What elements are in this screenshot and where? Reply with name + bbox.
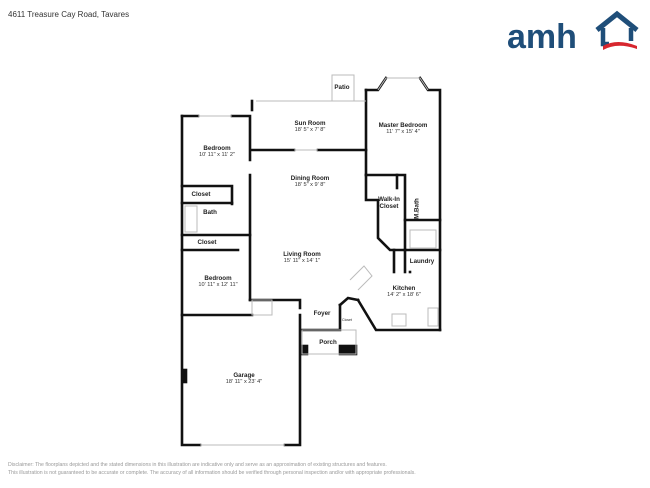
room-master-bath: M.Bath: [414, 198, 421, 219]
room-name: Closet: [342, 318, 352, 322]
room-dimensions: 18' 11" x 23' 4": [225, 379, 263, 385]
room-name: Sun Room: [294, 120, 326, 127]
house-icon: [595, 10, 639, 50]
room-name: Walk-In Closet: [378, 196, 400, 210]
room-name: Living Room: [283, 251, 321, 258]
room-name: Garage: [233, 372, 255, 379]
room-dining-room: Dining Room 18' 5" x 9' 8": [291, 175, 330, 189]
room-bedroom-2: Bedroom 10' 11" x 12' 11": [198, 275, 237, 289]
room-master-bedroom: Master Bedroom 11' 7" x 15' 4": [379, 122, 428, 136]
logo-text: amh: [507, 18, 577, 54]
room-dimensions: 14' 2" x 18' 6": [387, 292, 421, 298]
room-dimensions: 18' 5" x 7' 8": [294, 127, 326, 133]
room-name: Foyer: [313, 310, 331, 317]
room-foyer: Foyer: [314, 310, 331, 317]
room-dimensions: 10' 11" x 12' 11": [198, 282, 238, 288]
room-name: Patio: [334, 84, 350, 91]
room-walk-in-closet: Walk-In Closet: [374, 196, 404, 210]
room-patio: Patio: [334, 84, 349, 91]
property-address: 4611 Treasure Cay Road, Tavares: [8, 10, 130, 19]
disclaimer-line-2: This illustration is not guaranteed to b…: [8, 470, 416, 476]
room-dimensions: 18' 5" x 9' 8": [294, 182, 326, 188]
room-name: Bath: [203, 209, 217, 216]
room-dimensions: 11' 7" x 15' 4": [386, 129, 420, 135]
room-kitchen: Kitchen 14' 2" x 18' 6": [387, 285, 421, 299]
room-bath: Bath: [203, 209, 217, 216]
room-name: Kitchen: [392, 285, 416, 292]
room-porch: Porch: [319, 339, 337, 346]
room-closet-1: Closet: [192, 191, 211, 198]
room-dimensions: 10' 11" x 11' 2": [198, 152, 236, 158]
room-name: Bedroom: [203, 145, 231, 152]
room-name: Laundry: [409, 258, 435, 265]
room-name: Closet: [191, 191, 211, 198]
room-name: Dining Room: [290, 175, 330, 182]
room-closet-2: Closet: [198, 239, 217, 246]
room-dimensions: 15' 11" x 14' 1": [283, 258, 321, 264]
room-name: M.Bath: [413, 198, 421, 219]
room-laundry: Laundry: [410, 258, 434, 265]
amh-logo: amh: [507, 10, 639, 54]
room-sun-room: Sun Room 18' 5" x 7' 8": [295, 120, 326, 134]
room-name: Porch: [319, 339, 337, 346]
disclaimer-line-1: Disclaimer: The floorplans depicted and …: [8, 462, 387, 468]
room-garage: Garage 18' 11" x 23' 4": [226, 372, 262, 386]
room-bedroom-1: Bedroom 10' 11" x 11' 2": [199, 145, 235, 159]
room-name: Closet: [197, 239, 217, 246]
room-name: Bedroom: [204, 275, 232, 282]
room-closet-3: Closet: [342, 317, 352, 324]
room-name: Master Bedroom: [378, 122, 428, 129]
room-living-room: Living Room 15' 11" x 14' 1": [283, 251, 320, 265]
disclaimer: Disclaimer: The floorplans depicted and …: [8, 461, 416, 477]
